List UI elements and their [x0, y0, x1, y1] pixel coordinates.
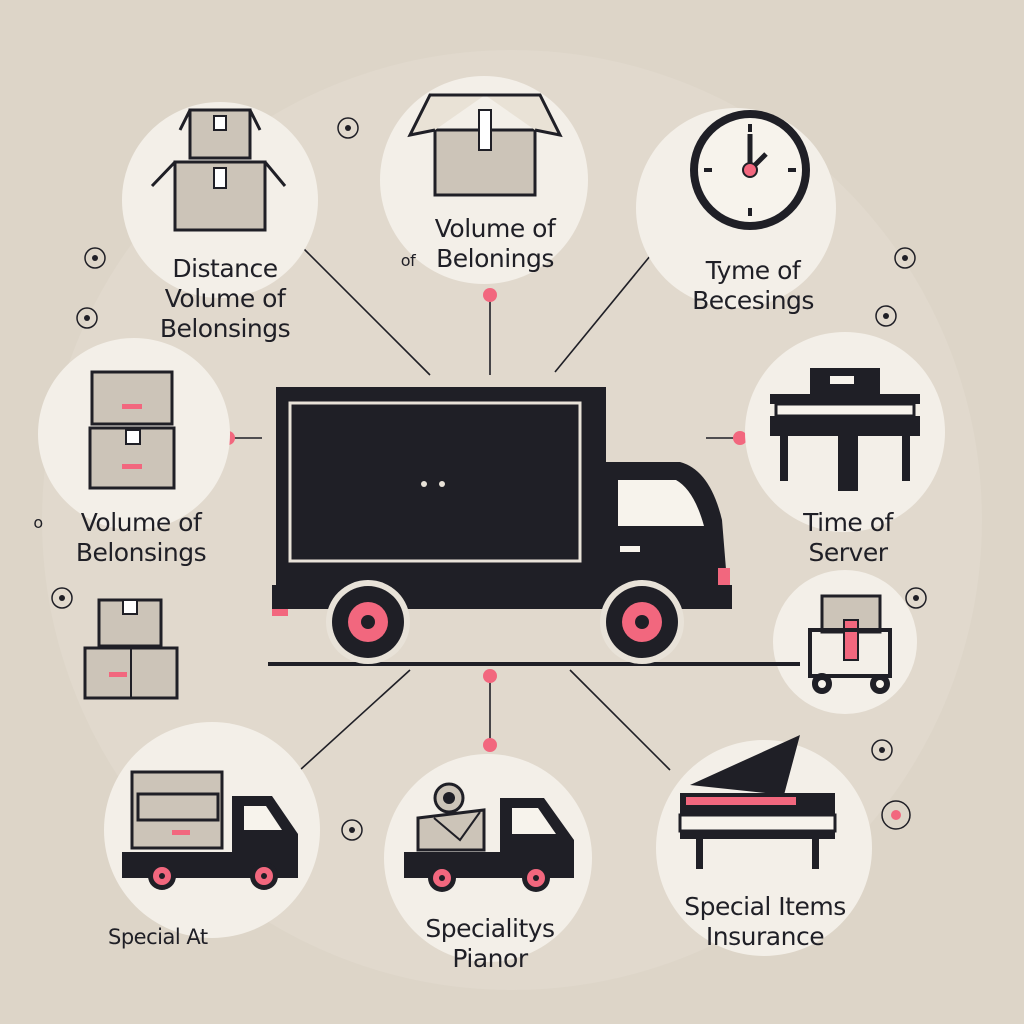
- moving-truck-icon: [268, 387, 800, 666]
- label-line: Distance: [172, 254, 278, 283]
- label-line: o: [33, 513, 43, 532]
- node-label-bottom: Specialitys Pianor: [400, 914, 580, 974]
- hand-truck-icon: [808, 594, 892, 694]
- decorative-dots: [51, 117, 927, 841]
- truck-with-piano-icon: [404, 782, 574, 892]
- label-line: Belonsings: [159, 314, 291, 343]
- open-box-icon: [407, 93, 563, 197]
- grand-piano-icon: [770, 368, 920, 491]
- label-line: Insurance: [705, 922, 825, 951]
- label-line: Time of: [803, 508, 893, 537]
- grand-piano-icon: [678, 735, 837, 869]
- label-line: Special At: [108, 925, 208, 949]
- node-prefix-top: of: [388, 248, 428, 274]
- label-line: Volume of: [164, 284, 286, 313]
- connectors: [232, 244, 738, 771]
- label-line: Volume of: [80, 508, 202, 537]
- node-label-right: Time of Server: [778, 508, 918, 568]
- node-label-top-left: Distance Volume of Belonsings: [140, 254, 310, 344]
- label-line: of: [400, 251, 416, 270]
- stacked-boxes-icon: [150, 108, 287, 232]
- boxes-icon: [88, 370, 176, 490]
- node-label-top-right: Tyme of Becesings: [668, 256, 838, 316]
- label-line: Becesings: [692, 286, 814, 315]
- node-label-left: Volume of Belonsings: [56, 508, 226, 568]
- label-line: Belonsings: [75, 538, 207, 567]
- label-line: Belonings: [436, 244, 554, 273]
- label-line: Specialitys: [425, 914, 555, 943]
- label-line: Server: [808, 538, 888, 567]
- node-label-top: Volume of Belonings: [400, 214, 590, 274]
- node-label-bottom-left: Special At: [108, 924, 288, 950]
- clock-icon: [690, 110, 810, 230]
- label-line: Pianor: [452, 944, 528, 973]
- label-line: Volume of: [434, 214, 556, 243]
- truck-with-box-icon: [122, 770, 298, 890]
- label-line: Tyme of: [705, 256, 801, 285]
- node-prefix-left: o: [28, 510, 48, 536]
- node-label-bottom-right: Special Items Insurance: [660, 892, 870, 952]
- label-line: Special Items: [684, 892, 846, 921]
- boxes-icon: [83, 598, 179, 700]
